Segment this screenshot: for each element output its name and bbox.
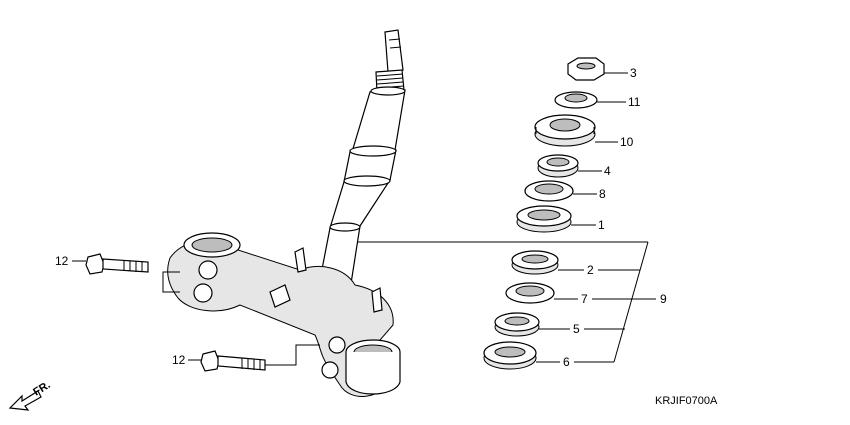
part-5-cone-race — [494, 312, 540, 337]
part-10-locknut — [534, 114, 596, 147]
steering-stem — [317, 29, 406, 291]
bolt-12-lower — [200, 344, 320, 372]
part-7-steel-ball — [505, 282, 555, 304]
callout-6: 6 — [563, 355, 570, 369]
callout-12-upper: 12 — [55, 254, 69, 268]
part-8-ball-race — [524, 180, 574, 202]
part-4-cone-race — [537, 154, 579, 178]
callout-4: 4 — [604, 164, 611, 178]
callout-11: 11 — [628, 95, 641, 109]
callout-2: 2 — [587, 263, 594, 277]
front-direction-indicator: FR. — [8, 379, 53, 411]
part-11-washer — [554, 91, 598, 109]
callout-5: 5 — [573, 322, 580, 336]
callout-1: 1 — [598, 218, 605, 232]
part-1-ball-race — [516, 205, 572, 233]
part-6-dust-seal — [483, 341, 537, 370]
callout-7: 7 — [581, 292, 588, 306]
callout-8: 8 — [599, 187, 606, 201]
diagram-code: KRJIF0700A — [655, 395, 718, 407]
callout-12-lower: 12 — [172, 353, 186, 367]
callout-3: 3 — [630, 66, 637, 80]
bottom-bridge — [167, 232, 401, 397]
part-3-nut — [567, 57, 605, 81]
bolt-12-upper — [85, 253, 180, 293]
leader-lines — [72, 72, 656, 363]
callout-9: 9 — [660, 292, 667, 306]
callout-10: 10 — [620, 135, 634, 149]
front-arrow-icon — [8, 390, 42, 411]
part-2-ball-race — [511, 250, 559, 275]
